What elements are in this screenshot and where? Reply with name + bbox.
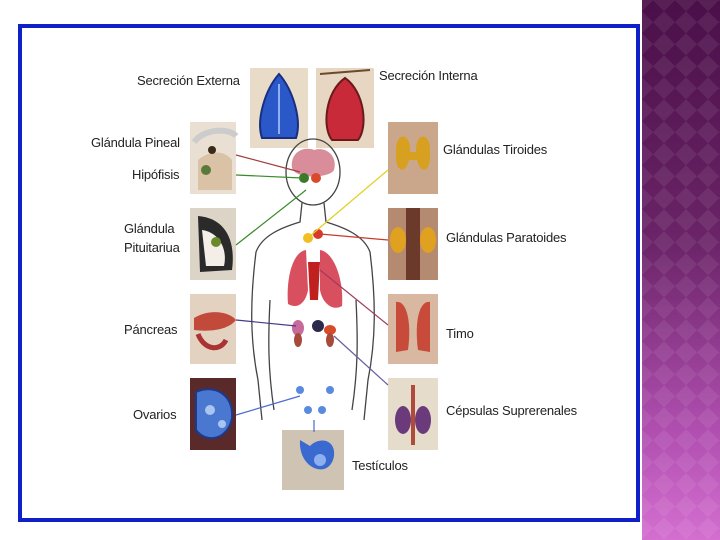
neck-glands <box>303 229 323 243</box>
internal-secretion-gland-image <box>316 68 374 148</box>
lungs-heart <box>288 250 343 308</box>
ovaries-image <box>190 378 236 450</box>
parathyroid-gland-image <box>388 208 438 280</box>
testicles-image <box>282 430 344 490</box>
thyroid-gland-image <box>388 122 438 194</box>
label-glandulas-paratiroides: Glándulas Paratoides <box>446 231 566 245</box>
label-ovarios: Ovarios <box>133 408 176 422</box>
label-glandulas-tiroides: Glándulas Tiroides <box>443 143 547 157</box>
reproductive-organs <box>296 386 334 414</box>
label-testiculos: Testículos <box>352 459 408 473</box>
adrenal-glands-image <box>388 378 438 450</box>
label-pancreas: Páncreas <box>124 323 177 337</box>
label-glandula-pituitaria-line1: Glándula <box>124 222 174 236</box>
label-capsulas-suprarrenales: Cépsulas Suprerenales <box>446 404 577 418</box>
pineal-gland-image <box>190 122 236 194</box>
label-secrecion-interna: Secreción Interna <box>379 69 478 83</box>
pancreas-image <box>190 294 236 364</box>
pituitary-gland-image <box>190 208 236 280</box>
label-glandula-pineal: Glándula Pineal <box>91 136 180 150</box>
label-glandula-pituitaria-line2: Pituitariua <box>124 241 180 255</box>
abdominal-organs <box>292 320 336 347</box>
label-timo: Timo <box>446 327 474 341</box>
label-hipofisis: Hipófisis <box>132 168 179 182</box>
thymus-image <box>388 294 438 364</box>
external-secretion-gland-image <box>250 68 308 148</box>
label-secrecion-externa: Secreción Externa <box>137 74 240 88</box>
